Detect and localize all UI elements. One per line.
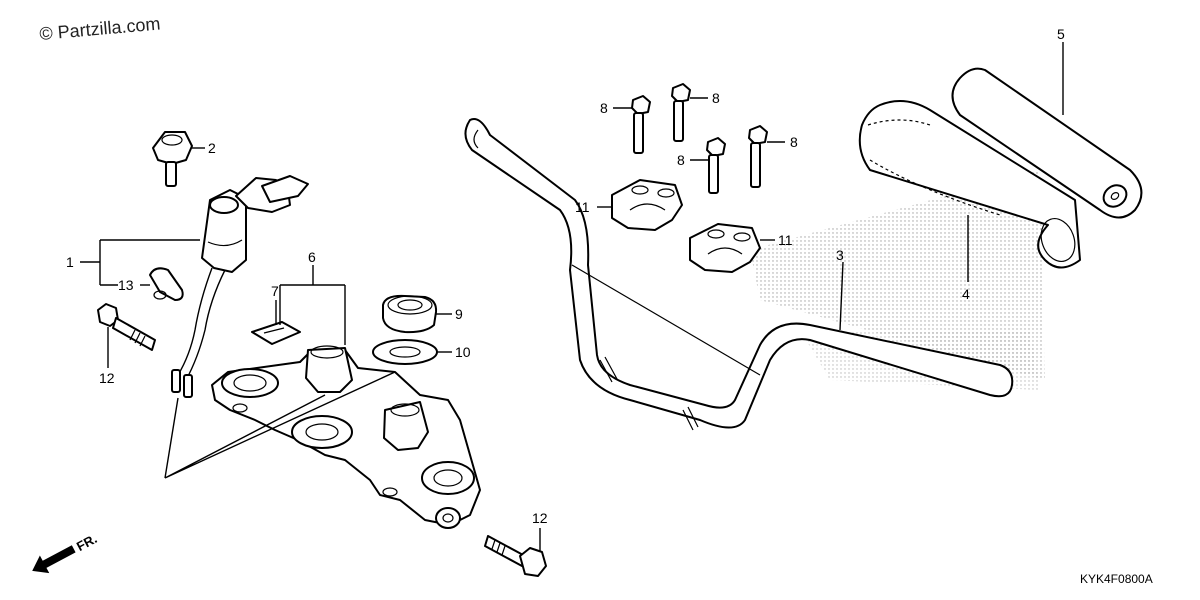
callout-11-upper: 11 bbox=[575, 199, 590, 215]
callout-8-c: 8 bbox=[677, 152, 685, 168]
callout-9: 9 bbox=[455, 306, 463, 322]
callout-8-a: 8 bbox=[600, 100, 608, 116]
part-handlebar-pad[interactable] bbox=[951, 67, 1143, 219]
stipple-shadow bbox=[750, 170, 1045, 380]
callout-11-lower: 11 bbox=[778, 232, 793, 248]
part-upper-holder-upper[interactable] bbox=[611, 179, 683, 231]
callout-4: 4 bbox=[962, 286, 970, 302]
callout-3: 3 bbox=[836, 247, 844, 263]
part-clamp[interactable] bbox=[149, 267, 184, 301]
part-bolt-1[interactable] bbox=[631, 95, 651, 154]
part-bolt-3[interactable] bbox=[706, 137, 726, 194]
part-pinch-bolt-right[interactable] bbox=[484, 535, 547, 577]
part-ignition-switch[interactable] bbox=[171, 175, 309, 398]
callout-2: 2 bbox=[208, 140, 216, 156]
part-plate[interactable] bbox=[251, 321, 301, 345]
callout-1: 1 bbox=[66, 254, 74, 270]
callout-12-right: 12 bbox=[532, 510, 548, 526]
front-arrow-label: FR. bbox=[74, 531, 100, 554]
callout-7: 7 bbox=[271, 283, 279, 299]
part-top-bridge[interactable] bbox=[211, 345, 481, 529]
part-pad-cover[interactable] bbox=[858, 100, 1081, 269]
part-washer[interactable] bbox=[372, 339, 438, 365]
part-handlebar[interactable] bbox=[464, 118, 1014, 431]
part-bolt-4[interactable] bbox=[748, 125, 768, 188]
part-pinch-bolt-left[interactable] bbox=[97, 303, 156, 351]
part-nut[interactable] bbox=[382, 294, 438, 334]
callout-8-d: 8 bbox=[790, 134, 798, 150]
part-bolt-2[interactable] bbox=[671, 83, 691, 142]
callout-5: 5 bbox=[1057, 26, 1065, 42]
part-key[interactable] bbox=[152, 131, 193, 187]
callout-6: 6 bbox=[308, 249, 316, 265]
front-arrow: FR. bbox=[32, 531, 100, 574]
callout-13: 13 bbox=[118, 277, 134, 293]
leader-lines bbox=[80, 42, 1064, 552]
callout-10: 10 bbox=[455, 344, 471, 360]
callout-8-b: 8 bbox=[712, 90, 720, 106]
part-upper-holder-lower[interactable] bbox=[689, 223, 761, 273]
callout-12-left: 12 bbox=[99, 370, 115, 386]
callout-labels: 1 2 13 12 6 7 9 10 11 11 8 8 8 8 3 4 5 1… bbox=[66, 26, 1065, 526]
watermark: © Partzilla.com bbox=[39, 13, 162, 43]
diagram-code: KYK4F0800A bbox=[1080, 572, 1153, 586]
